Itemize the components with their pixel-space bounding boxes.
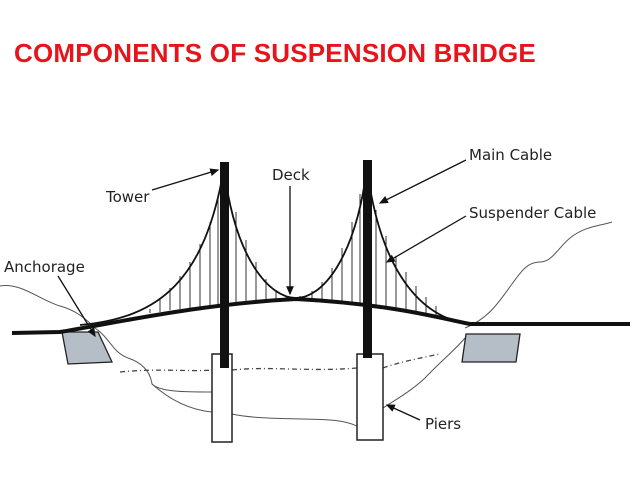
water-line [119, 353, 441, 373]
left-bank-outline [94, 327, 213, 393]
anchorage-label: Anchorage [4, 258, 85, 276]
anchorage-pointer [57, 275, 96, 338]
suspender-cables [149, 194, 437, 318]
tower-label: Tower [105, 188, 150, 206]
deck [11, 296, 630, 335]
left-tower [220, 162, 229, 368]
tower-pointer [151, 168, 220, 191]
right-anchorage [461, 333, 521, 363]
right-hill-outline [464, 221, 613, 329]
page-title: COMPONENTS OF SUSPENSION BRIDGE [14, 38, 536, 68]
riverbed-outline [151, 337, 466, 427]
deck-label: Deck [272, 166, 310, 184]
left-ground-outline [0, 284, 96, 329]
suspender-cable-pointer [385, 215, 467, 263]
left-anchorage [61, 331, 113, 365]
right-tower [363, 160, 372, 358]
piers-label: Piers [425, 415, 461, 433]
suspender-cable-label: Suspender Cable [469, 204, 596, 222]
right-pier [356, 353, 384, 441]
piers-pointer [385, 404, 421, 421]
main-cable-label: Main Cable [469, 146, 552, 164]
main-cable-pointer [378, 159, 467, 204]
